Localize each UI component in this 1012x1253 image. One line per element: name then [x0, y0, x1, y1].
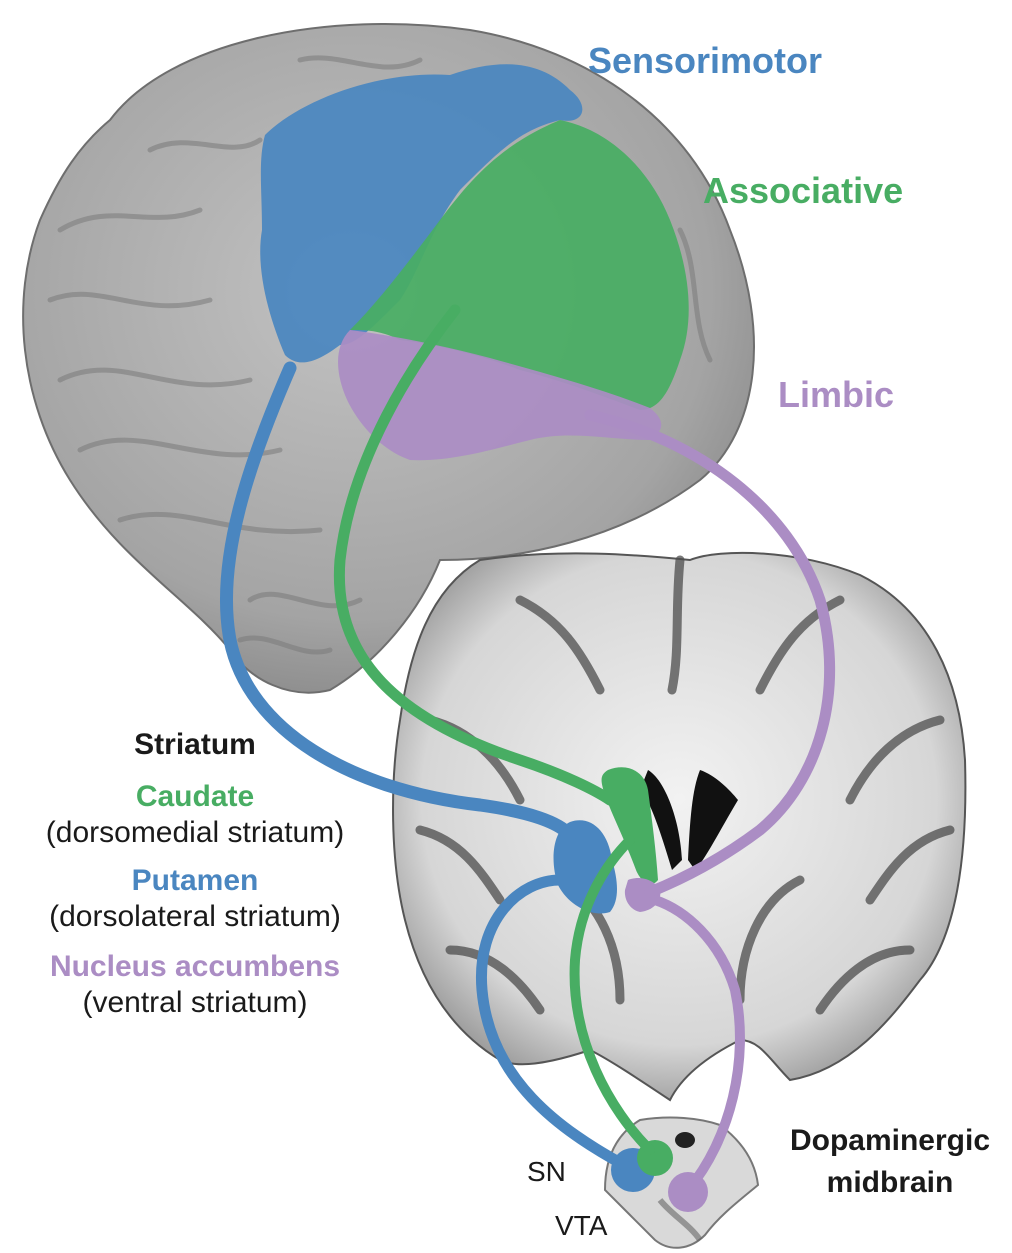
- vta-label: VTA: [555, 1210, 607, 1242]
- putamen-sublabel: (dorsolateral striatum): [10, 900, 380, 950]
- coronal-slice: [393, 553, 965, 1100]
- accumbens-label: Nucleus accumbens: [10, 950, 380, 986]
- midbrain-title-line2: midbrain: [770, 1166, 1010, 1201]
- caudate-sublabel: (dorsomedial striatum): [10, 816, 380, 864]
- limbic-label: Limbic: [778, 374, 894, 415]
- caudate-label: Caudate: [10, 780, 380, 816]
- putamen-label: Putamen: [10, 864, 380, 900]
- associative-label: Associative: [703, 170, 903, 211]
- sn-label: SN: [527, 1156, 566, 1188]
- striatum-heading: Striatum: [10, 728, 380, 780]
- midbrain-title-line1: Dopaminergic: [770, 1124, 1010, 1159]
- striatum-legend: Striatum Caudate (dorsomedial striatum) …: [10, 728, 380, 1022]
- sensorimotor-label: Sensorimotor: [588, 40, 822, 81]
- aqueduct: [675, 1132, 695, 1148]
- midbrain-slice: [605, 1118, 758, 1248]
- accumbens-sublabel: (ventral striatum): [10, 986, 380, 1022]
